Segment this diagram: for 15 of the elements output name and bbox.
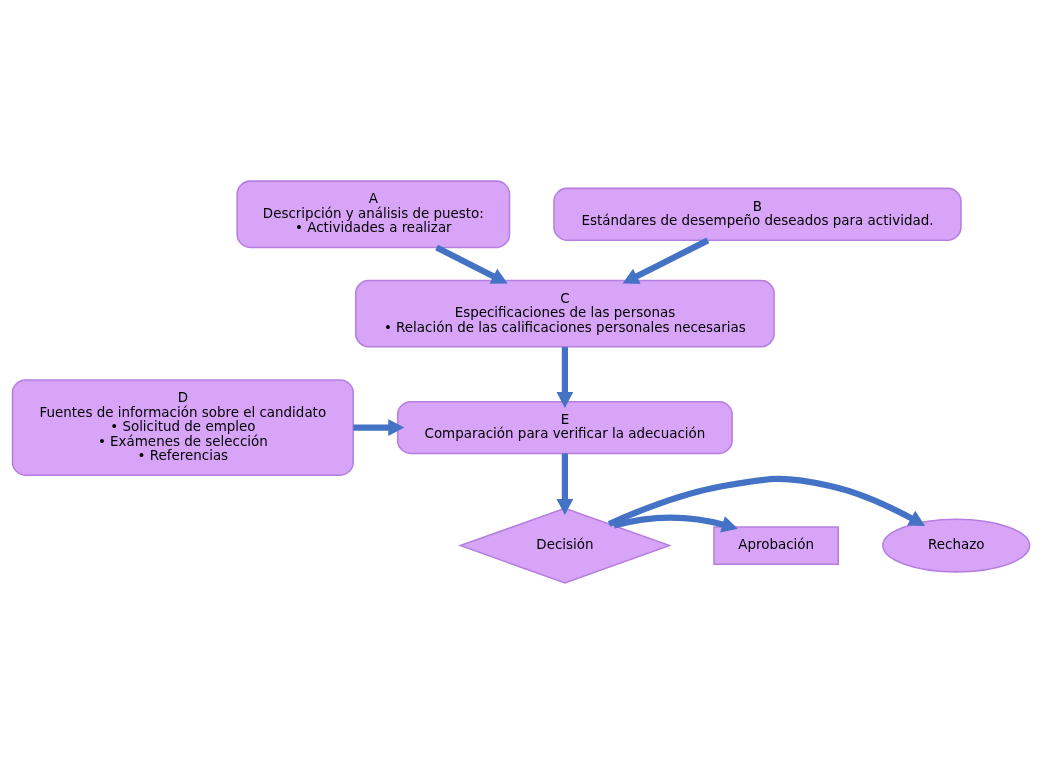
- node-box: E Comparación para verificar la adecuación: [396, 400, 733, 455]
- arrow: [353, 419, 405, 436]
- arrow: [556, 453, 574, 515]
- arrow: [622, 237, 710, 284]
- arrow: [613, 514, 738, 533]
- arrow: [556, 347, 574, 409]
- node-box: B Estándares de desempeño deseados para actividad.: [553, 187, 962, 241]
- node-box: D Fuentes de información sobre el candidato • Solicitud de empleo • Exámenes de selección • Referencias: [11, 379, 354, 476]
- arrow: [607, 475, 926, 527]
- node-ellipse: Rechazo: [882, 518, 1031, 573]
- node-diamond: Decisión: [458, 507, 672, 584]
- arrow: [435, 244, 508, 284]
- node-box: C Especificaciones de las personas • Relación de las calificaciones personales necesarias: [354, 279, 775, 348]
- node-box: A Descripción y análisis de puesto: • Actividades a realizar: [236, 180, 511, 249]
- node-box: Aprobación: [713, 526, 839, 565]
